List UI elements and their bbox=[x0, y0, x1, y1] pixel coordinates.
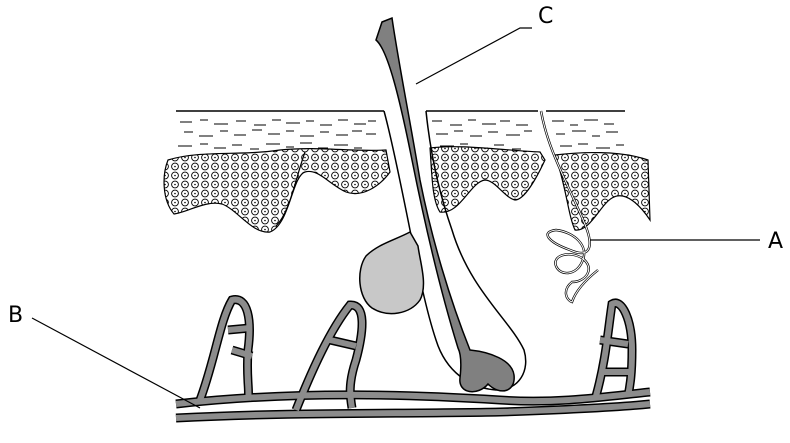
label-b: B bbox=[8, 305, 23, 327]
epidermis-middle bbox=[430, 147, 545, 213]
label-a: A bbox=[768, 231, 783, 253]
surface-layer-texture bbox=[178, 120, 624, 149]
sebaceous-gland bbox=[360, 232, 424, 314]
leader-line-c bbox=[416, 28, 532, 84]
epidermis-left bbox=[164, 149, 390, 233]
leader-line-b bbox=[32, 318, 200, 408]
blood-vessels bbox=[176, 300, 650, 418]
label-c: C bbox=[538, 6, 553, 28]
epidermis-cell-layer bbox=[164, 147, 650, 232]
